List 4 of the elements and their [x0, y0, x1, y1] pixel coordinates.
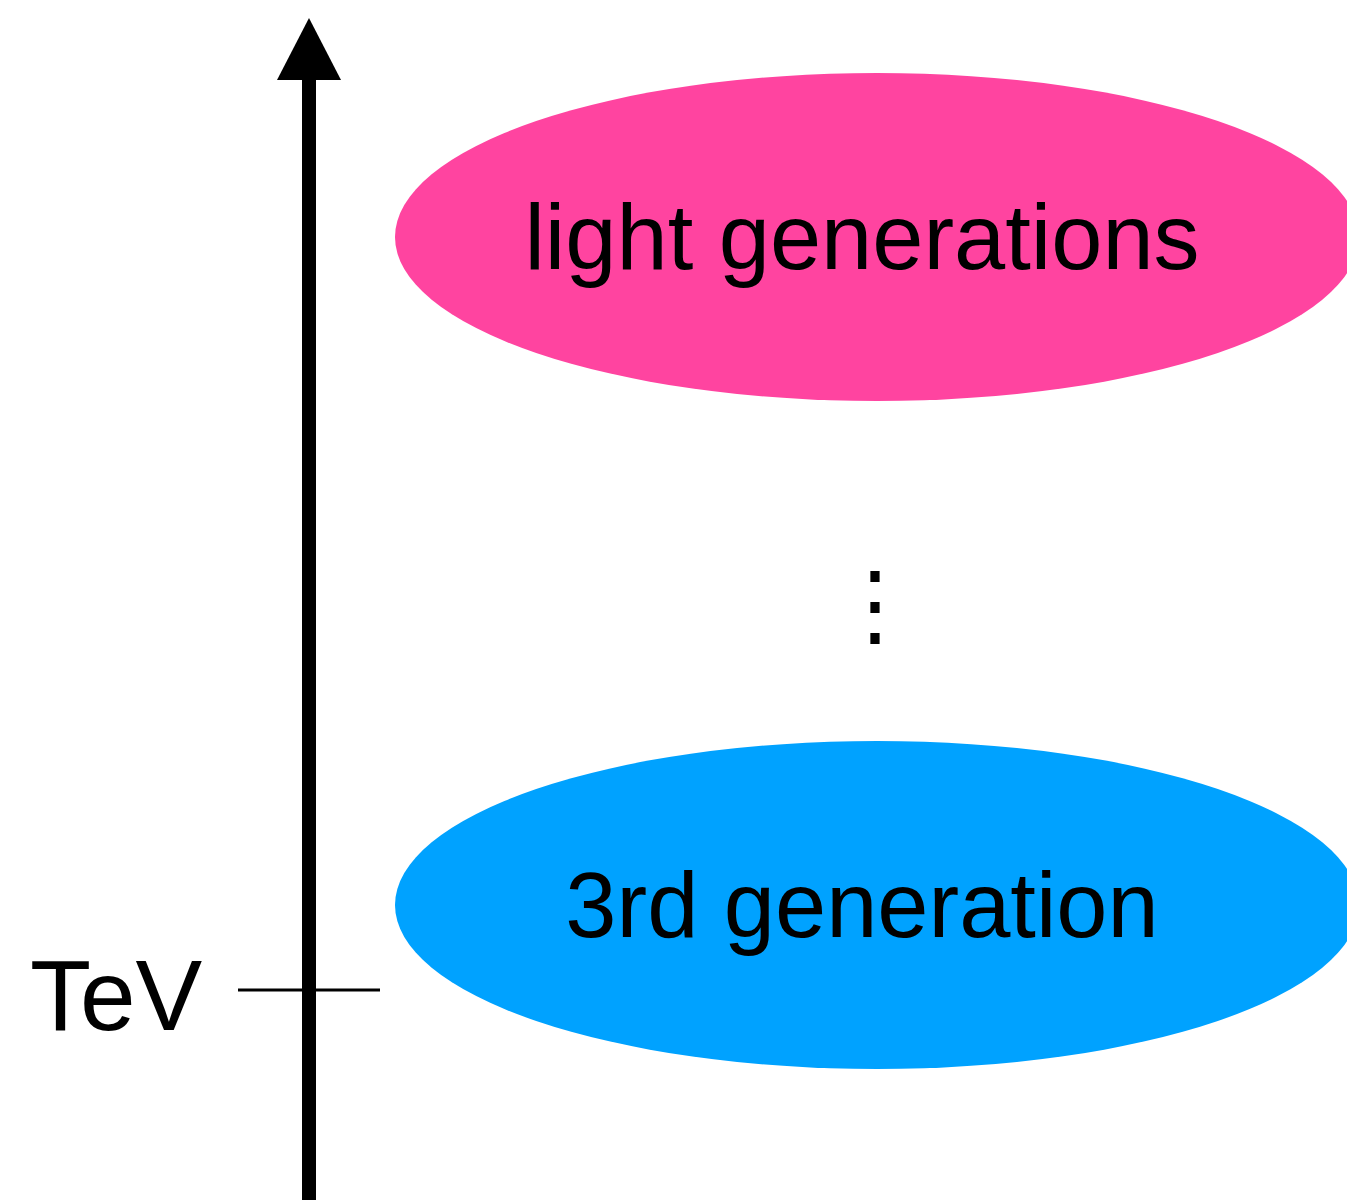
axis-label: TeV [30, 945, 203, 1045]
node-label: light generations [524, 184, 1200, 290]
vertical-ellipsis: ⋮ [830, 560, 920, 650]
node-label: 3rd generation [565, 852, 1159, 958]
